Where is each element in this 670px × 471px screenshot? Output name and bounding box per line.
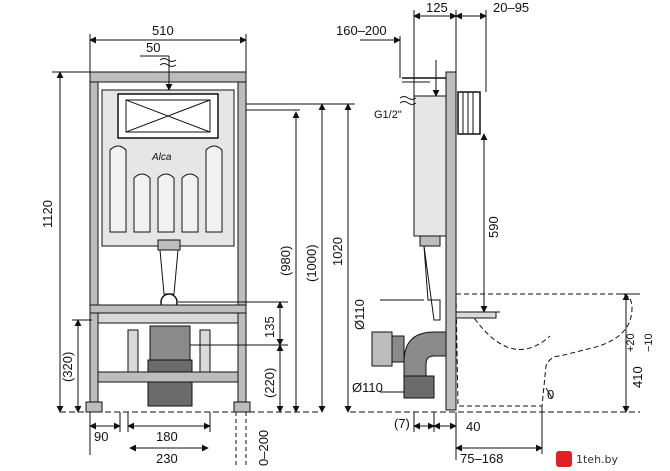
zero-mark: 0 <box>547 387 554 402</box>
dim-dia-110-upper: Ø110 <box>352 299 367 330</box>
frame-left-post <box>89 71 99 411</box>
watermark-logo-icon <box>556 451 572 467</box>
dim-height-1000: (1000) <box>304 244 319 282</box>
dim-height-980: (980) <box>278 246 293 276</box>
side-view <box>350 10 640 460</box>
dim-side-40: 40 <box>466 419 480 434</box>
frame-right-post <box>237 71 247 411</box>
side-cistern <box>413 95 447 237</box>
dim-bottom-230: 230 <box>156 451 178 466</box>
dim-bottom-0-200: 0–200 <box>256 430 271 466</box>
dim-height-total: 1120 <box>40 200 55 228</box>
dim-side-20-95: 20–95 <box>493 0 529 15</box>
dim-height-1020: 1020 <box>330 237 345 266</box>
side-frame-post <box>445 71 457 411</box>
dim-width-total: 510 <box>152 23 174 38</box>
frame-crossbar <box>89 304 247 314</box>
toilet-bowl-outline <box>455 293 633 407</box>
dim-bottom-90: 90 <box>94 429 108 444</box>
dim-side-75-168: 75–168 <box>460 451 503 466</box>
watermark-brand: 1teh.by <box>576 453 619 466</box>
dim-side-7: (7) <box>394 416 410 431</box>
brand-logo: Alca <box>151 152 172 163</box>
drain-pipe <box>147 359 193 407</box>
dim-side-590: 590 <box>486 216 501 238</box>
dim-height-220: (220) <box>262 368 277 398</box>
label-pipe-g12: G1/2" <box>374 109 402 121</box>
dim-tol-plus: +20 <box>625 333 637 352</box>
dim-bottom-180: 180 <box>156 429 178 444</box>
front-view <box>60 56 322 413</box>
dim-tol-minus: −10 <box>643 333 655 352</box>
front-dimensions <box>52 34 355 466</box>
frame-top-bar <box>89 71 247 83</box>
side-connector <box>371 331 393 367</box>
dim-offset-top: 50 <box>146 40 160 55</box>
dim-height-320: (320) <box>60 352 75 382</box>
dim-side-160-200: 160–200 <box>336 23 387 38</box>
dim-dia-110-lower: Ø110 <box>352 380 383 395</box>
dim-height-135: 135 <box>262 316 277 338</box>
dim-side-410: 410 <box>630 366 645 388</box>
dim-side-125: 125 <box>426 0 448 15</box>
watermark: 1teh.by <box>556 451 619 467</box>
